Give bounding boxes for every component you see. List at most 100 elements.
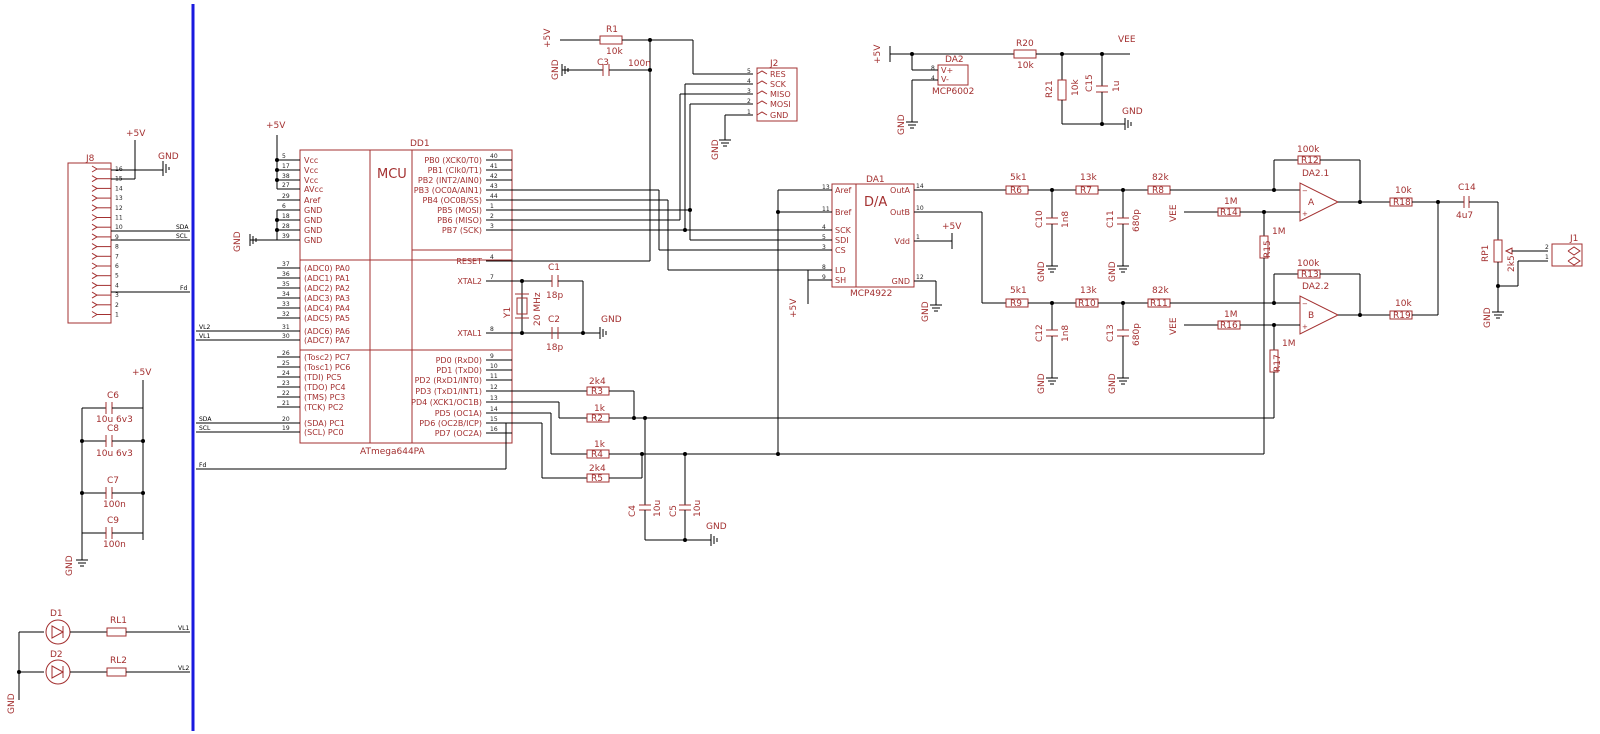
j2-pin-mark (756, 70, 768, 75)
mcu-pin-name: GND (304, 236, 322, 245)
c2-value: 18p (546, 343, 563, 353)
c10-ref: C10 (1035, 210, 1045, 228)
j2-pin-mark (756, 80, 768, 85)
dac-pin-num: 10 (916, 205, 924, 212)
c12-value: 1n8 (1061, 325, 1071, 342)
r11-ref: R11 (1150, 299, 1168, 309)
dac-pin-name: OutB (890, 208, 910, 217)
mcu-pin-num: 24 (282, 370, 290, 377)
mcu-pin-name: (ADC0) PA0 (304, 264, 350, 273)
mcu-pin-name: PD3 (TxD1/INT1) (415, 387, 482, 396)
c11-gnd: GND (1108, 261, 1118, 282)
dac-pin-num: 4 (822, 224, 826, 231)
c3-ref: C3 (597, 58, 609, 68)
mcu-vcc-label: +5V (266, 121, 286, 131)
j8-pin-num: 2 (115, 302, 119, 309)
dac-pin-num: 8 (822, 264, 826, 271)
j8-pin-mark (91, 281, 98, 289)
crystal-section: Y1 20 MHz GND C1 18p C2 18p (503, 263, 622, 353)
j8-pin-mark (91, 291, 98, 299)
j2-pin-num: 4 (747, 78, 751, 85)
j8-pin-num: 8 (115, 244, 119, 251)
mcu-pin-name: XTAL1 (457, 329, 482, 338)
mcu-pin-name: (ADC7) PA7 (304, 336, 350, 345)
mcu-pin-name: PD6 (OC2B/ICP) (419, 419, 482, 428)
r15-ref: R15 (1263, 240, 1273, 258)
mcu-pin-name: GND (304, 206, 322, 215)
c3-value: 100n (628, 59, 651, 69)
da2-ref: DA2 (945, 55, 964, 65)
j1-ref: J1 (1569, 234, 1578, 244)
r8-ref: R8 (1152, 186, 1164, 196)
rp1-value: 2k5 (1507, 255, 1517, 272)
dac-pin-name: Bref (835, 208, 852, 217)
da2-vminus: V- (941, 75, 949, 84)
net-vl2-mcu: VL2 (199, 324, 210, 331)
r5-ref: R5 (591, 474, 603, 484)
mcu-pin-name: Vcc (304, 156, 318, 165)
mcu-pin-num: 27 (282, 182, 290, 189)
mcu-pin-num: 34 (282, 291, 290, 298)
mcu-pin-name: PD0 (RxD0) (436, 356, 482, 365)
r13-ref: R13 (1301, 270, 1319, 280)
net-vl1-mcu: VL1 (199, 333, 210, 340)
net-scl-mcu: SCL (199, 425, 211, 432)
rp1-ref: RP1 (1481, 245, 1491, 262)
mcu-pin-name: (ADC6) PA6 (304, 327, 350, 336)
r1-ref: R1 (606, 25, 618, 35)
mcu-pin-num: 1 (490, 203, 494, 210)
c7-value: 100n (103, 500, 126, 510)
r20-value: 10k (1017, 61, 1034, 71)
dac-pin-num: 1 (916, 234, 920, 241)
mcu-pin-num: 3 (490, 223, 494, 230)
j8-pin-mark (91, 204, 98, 212)
mcu-pin-name: (Tosc1) PC6 (304, 363, 350, 372)
svg-text:−: − (1302, 300, 1308, 308)
mcu-pin-name: XTAL2 (457, 277, 482, 286)
filter-channel-b: 5k1 R9 13k R10 82k R11 C12 1n8 GND C13 6… (918, 211, 1300, 394)
j2-pin-num: 5 (747, 68, 751, 75)
da2-type: MCP6002 (932, 87, 974, 97)
r20-ref: R20 (1016, 39, 1034, 49)
j2-pin-mark (756, 90, 768, 95)
opamp-a-ref: DA2.1 (1302, 169, 1329, 179)
mcu-pin-name: (ADC1) PA1 (304, 274, 350, 283)
j2-pin-num: 2 (747, 98, 751, 105)
reset-section: +5V R1 10k GND C3 100n (512, 25, 753, 262)
mcu-pin-num: 10 (490, 363, 498, 370)
r12-value: 100k (1297, 145, 1320, 155)
j2-pin-name: SCK (770, 80, 787, 89)
r4-ref: R4 (591, 450, 603, 460)
d2-ref: D2 (50, 650, 63, 660)
r16-ref: R16 (1220, 321, 1238, 331)
mcu-pin-num: 18 (282, 213, 290, 220)
mcu-pin-name: (TCK) PC2 (304, 403, 344, 412)
c11-value: 680p (1132, 209, 1142, 232)
j2-pin-mark (756, 111, 768, 116)
r8-value: 82k (1152, 173, 1169, 183)
r2-ref: R2 (591, 414, 603, 424)
decoup-gnd-label: GND (65, 555, 75, 576)
mcu-pin-num: 14 (490, 406, 498, 413)
c12-ref: C12 (1035, 324, 1045, 342)
c5-ref: C5 (669, 505, 679, 517)
c10-value: 1n8 (1061, 211, 1071, 228)
mcu-pin-name: PD4 (XCK1/OC1B) (411, 398, 482, 407)
c6-value: 10u 6v3 (96, 415, 133, 425)
opamp-b: DA2.2 B − + 100k R13 VEE 1M R16 R17 1M 1… (1169, 200, 1440, 418)
mcu-pin-num: 44 (490, 193, 498, 200)
da2-pin4: 4 (931, 75, 935, 82)
mcu-pin-name: RESET (456, 257, 482, 266)
opamp-power-da2: DA2 V+ V- 8 4 MCP6002 +5V GND R20 10k VE… (873, 35, 1143, 135)
r19-ref: R19 (1393, 311, 1411, 321)
r12-ref: R12 (1301, 156, 1319, 166)
mcu-pin-num: 33 (282, 301, 290, 308)
mcu-pin-num: 35 (282, 281, 290, 288)
mcu-pin-name: (ADC4) PA4 (304, 304, 350, 313)
c9-value: 100n (103, 540, 126, 550)
mcu-pin-name: PB0 (XCK0/T0) (424, 156, 482, 165)
j2-pin-name: MISO (770, 90, 791, 99)
j8-pin-mark (91, 184, 98, 192)
mcu-pin-name: PB5 (MOSI) (437, 206, 482, 215)
